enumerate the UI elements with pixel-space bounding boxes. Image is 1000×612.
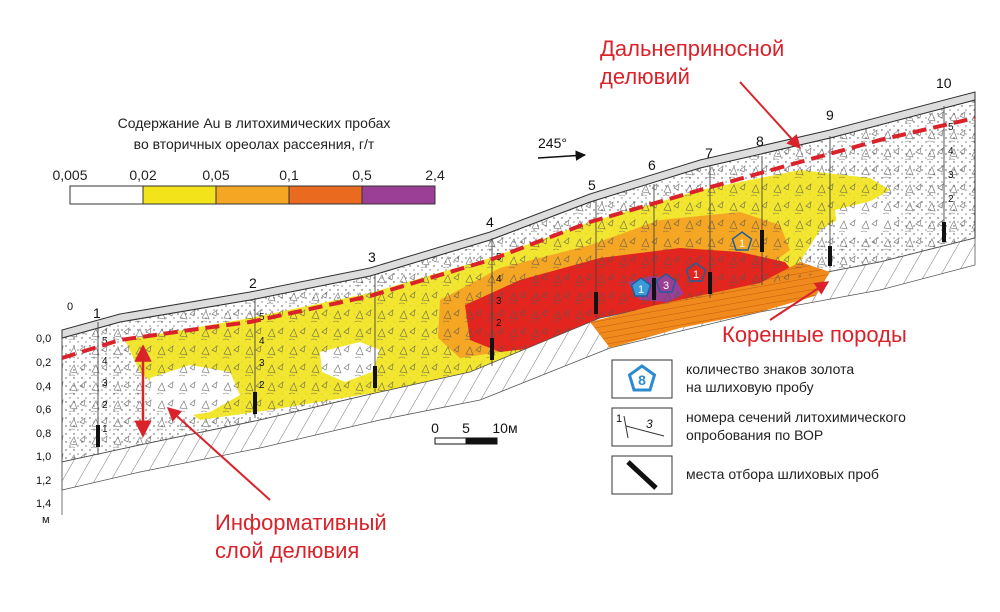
svg-text:1: 1 [739, 238, 745, 250]
section-numbers: 1 2 3 4 5 6 7 8 9 10 [93, 75, 952, 321]
legend-swatch [215, 185, 290, 205]
svg-text:0,8: 0,8 [36, 428, 51, 440]
legend-swatch [142, 185, 217, 205]
svg-text:1: 1 [616, 413, 622, 425]
svg-text:опробования по ВОР: опробования по ВОР [686, 427, 823, 443]
svg-text:2: 2 [496, 318, 502, 329]
svg-text:1: 1 [93, 305, 101, 321]
svg-text:5: 5 [102, 336, 108, 347]
svg-text:9: 9 [826, 107, 834, 123]
svg-text:номера сечений литохимического: номера сечений литохимического [686, 409, 906, 425]
svg-text:10: 10 [936, 75, 952, 91]
svg-text:7: 7 [705, 145, 713, 161]
svg-text:1,4: 1,4 [36, 498, 51, 510]
svg-text:на шлиховую пробу: на шлиховую пробу [686, 379, 814, 395]
bedrock-anomaly-orange [590, 262, 830, 348]
svg-text:6: 6 [648, 157, 656, 173]
svg-text:слой делювия: слой делювия [215, 538, 359, 563]
svg-text:2: 2 [259, 380, 265, 391]
sample-marks [96, 222, 946, 447]
pentagon-icon: 8 [627, 364, 657, 392]
svg-text:0,4: 0,4 [36, 381, 51, 393]
svg-text:245°: 245° [538, 135, 567, 151]
pentagon-icon: 1 [685, 262, 707, 282]
symbol-key: 8 количество знаков золота на шлиховую п… [611, 359, 906, 495]
pentagon-icon: 1 [731, 231, 753, 251]
svg-text:8: 8 [638, 372, 646, 388]
svg-text:2,4: 2,4 [425, 167, 445, 183]
deluvium-boundary-dashed [61, 116, 976, 360]
svg-text:0,02: 0,02 [129, 167, 156, 183]
svg-text:0,0: 0,0 [36, 333, 51, 345]
svg-text:количество знаков золота: количество знаков золота [686, 361, 854, 377]
svg-text:Информативный: Информативный [215, 510, 387, 535]
svg-text:1,0: 1,0 [36, 451, 51, 463]
cross-section: 5 4 3 2 1 5 4 3 2 5 4 3 2 5 4 3 2 1 [61, 91, 976, 491]
legend-swatch [69, 185, 144, 205]
svg-text:0: 0 [431, 420, 439, 436]
svg-text:2: 2 [249, 275, 257, 291]
svg-text:Дальнеприносной: Дальнеприносной [600, 36, 784, 61]
legend-swatch [288, 185, 363, 205]
direction-indicator: 245° [537, 135, 587, 161]
svg-text:4: 4 [259, 336, 265, 347]
svg-text:места отбора шлиховых проб: места отбора шлиховых проб [686, 466, 879, 482]
svg-text:4: 4 [496, 274, 502, 285]
svg-text:3: 3 [663, 280, 669, 292]
svg-text:делювий: делювий [600, 64, 690, 89]
svg-text:0,6: 0,6 [36, 404, 51, 416]
svg-text:0,05: 0,05 [202, 167, 229, 183]
pentagon-icon: 3 [655, 273, 677, 293]
svg-text:3: 3 [948, 170, 954, 181]
svg-text:1: 1 [693, 269, 699, 281]
svg-text:3: 3 [368, 249, 376, 265]
svg-text:5: 5 [948, 122, 954, 133]
svg-text:1: 1 [638, 284, 644, 296]
legend-tick-labels: 0,005 0,02 0,05 0,1 0,5 2,4 [52, 167, 444, 183]
key-box-section [611, 407, 673, 447]
svg-text:0,2: 0,2 [36, 357, 51, 369]
svg-text:0,1: 0,1 [279, 167, 299, 183]
rubble-texture [62, 100, 975, 462]
scale-bar: 0 5 10м [431, 420, 518, 445]
svg-text:Коренные породы: Коренные породы [722, 322, 907, 347]
svg-text:3: 3 [646, 417, 653, 431]
legend-color-bar [69, 185, 436, 205]
sample-mark-icon [626, 460, 658, 490]
svg-text:5: 5 [462, 420, 470, 436]
svg-text:3: 3 [496, 296, 502, 307]
layer-numbers: 5 4 3 2 1 5 4 3 2 5 4 3 2 5 4 3 2 [102, 122, 954, 435]
section-line-icon: 1 3 [616, 413, 665, 439]
callout-bedrock: Коренные породы [722, 281, 907, 347]
svg-text:4: 4 [486, 214, 494, 230]
svg-text:2: 2 [948, 194, 954, 205]
svg-text:во вторичных ореолах рассеяния: во вторичных ореолах рассеяния, г/т [134, 136, 375, 152]
svg-text:м: м [42, 514, 50, 526]
svg-text:4: 4 [948, 146, 954, 157]
depth-axis: 0 0,0 0,2 0,4 0,6 0,8 1,0 1,2 1,4 м [36, 301, 73, 526]
svg-text:1,2: 1,2 [36, 475, 51, 487]
svg-text:2: 2 [102, 400, 108, 411]
svg-text:8: 8 [756, 133, 764, 149]
legend-swatch [361, 185, 436, 205]
svg-text:10м: 10м [492, 420, 517, 436]
svg-text:3: 3 [102, 378, 108, 389]
svg-text:3: 3 [259, 358, 265, 369]
pentagon-icon: 1 [630, 277, 652, 297]
svg-text:5: 5 [259, 312, 265, 323]
svg-text:Содержание Au в литохимических: Содержание Au в литохимических пробах [118, 115, 391, 131]
callout-informative-layer: Информативный слой делювия [166, 407, 387, 563]
svg-text:4: 4 [102, 356, 108, 367]
svg-text:0: 0 [67, 301, 73, 313]
au-content-legend: Содержание Au в литохимических пробах во… [52, 115, 445, 205]
gold-grain-markers: 1 3 1 1 [630, 231, 753, 297]
svg-text:5: 5 [588, 177, 596, 193]
svg-text:1: 1 [102, 424, 108, 435]
direction-arrow-icon [537, 150, 587, 161]
svg-text:0,005: 0,005 [52, 167, 87, 183]
svg-text:0,5: 0,5 [352, 167, 372, 183]
callout-far-deluvium: Дальнеприносной делювий [600, 36, 801, 150]
